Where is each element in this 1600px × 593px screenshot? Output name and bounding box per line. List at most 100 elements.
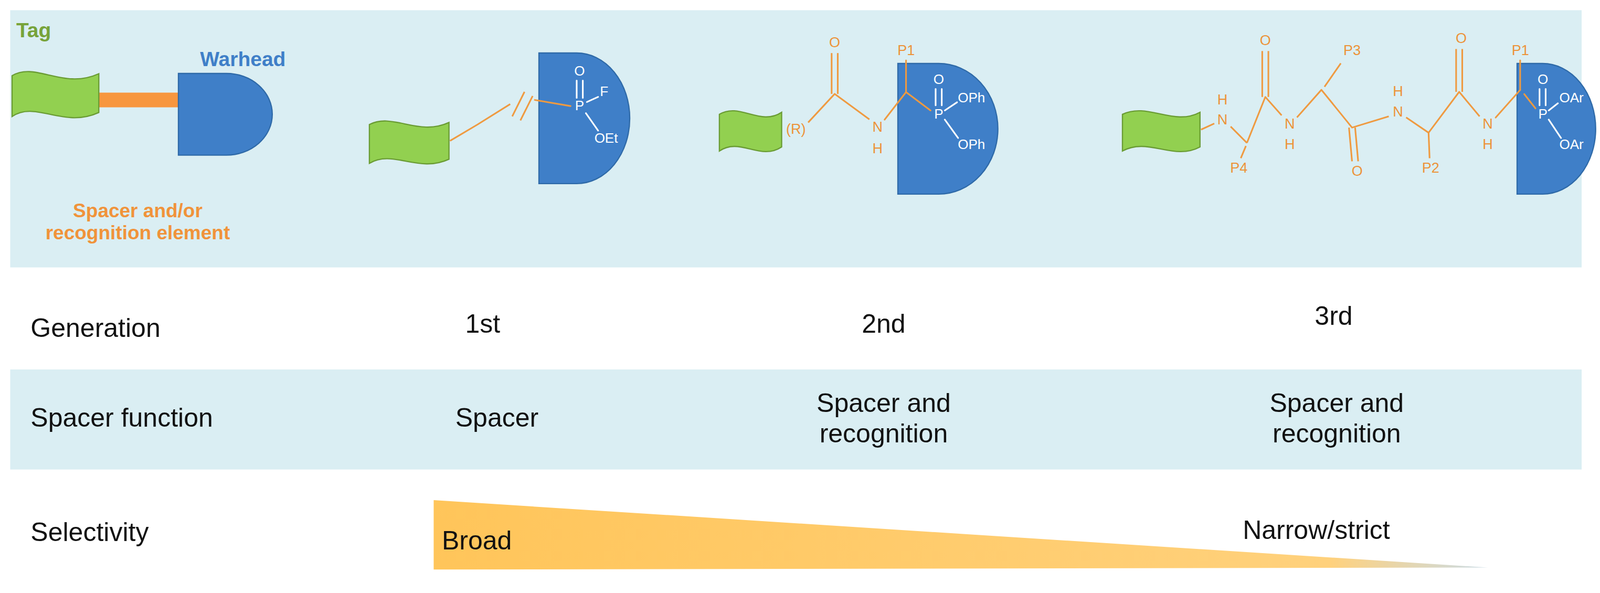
chain-bond xyxy=(830,53,833,94)
chain-bond xyxy=(1455,48,1457,92)
node-label: Warhead xyxy=(199,47,286,71)
chemical-bond xyxy=(906,91,931,111)
chemical-bond xyxy=(1549,102,1559,111)
atom-label: F xyxy=(599,83,609,100)
warhead-shape xyxy=(178,73,273,156)
node-label: Tag xyxy=(16,18,51,43)
atom-label: O xyxy=(1455,30,1467,47)
chain-bond xyxy=(1406,91,1480,133)
atom-label: N xyxy=(872,119,884,136)
warhead-shape: OPOPhOPh xyxy=(897,63,999,195)
tag-flag xyxy=(719,110,782,152)
row-band xyxy=(9,369,1582,470)
warhead-shape xyxy=(178,73,273,156)
atom-label: OEt xyxy=(594,130,619,147)
top-panel xyxy=(9,9,1582,268)
table-cell: 2nd xyxy=(861,309,906,341)
atom-label: O xyxy=(829,34,841,51)
atom-label: H xyxy=(872,140,884,157)
chain-bond xyxy=(1246,97,1282,144)
warhead-shape xyxy=(897,63,999,195)
chain-bond xyxy=(520,96,533,121)
atom-label: OPh xyxy=(957,90,985,107)
table-cell: Spacer function xyxy=(30,403,213,434)
warhead-shape: Warhead xyxy=(178,73,273,156)
chemical-bond xyxy=(884,91,907,120)
table-cell: Generation xyxy=(30,313,161,344)
chemical-bond xyxy=(575,80,578,99)
atom-label: P xyxy=(1538,106,1547,123)
atom-label: P1 xyxy=(897,43,915,60)
warhead-shape xyxy=(897,63,999,195)
atom-label: H xyxy=(1284,136,1296,154)
atom-label: OAr xyxy=(1559,136,1584,153)
atom-label: OPh xyxy=(957,136,985,153)
atom-label: P4 xyxy=(1230,160,1248,177)
atom-label: H xyxy=(1217,91,1228,109)
chain-bond xyxy=(1349,127,1353,162)
atom-label: P2 xyxy=(1422,160,1440,177)
warhead-shape xyxy=(538,53,630,184)
chain-bond xyxy=(512,91,525,117)
atom-label: O xyxy=(1537,71,1549,88)
warhead-shape: O PF OEt xyxy=(538,53,633,184)
warhead-shape: OPOArOAr xyxy=(1517,63,1597,195)
chemical-bond xyxy=(940,88,943,105)
chemical-bond xyxy=(586,97,598,103)
tag-flag xyxy=(1122,110,1201,152)
chemical-bond xyxy=(1539,88,1541,105)
table-cell: Spacer xyxy=(455,403,539,434)
chain-bond xyxy=(808,93,870,123)
tag-flag xyxy=(369,121,450,165)
chemical-bond xyxy=(1544,88,1547,105)
atom-label: O xyxy=(574,63,585,80)
atom-label: P1 xyxy=(1511,43,1530,60)
selectivity-wedge xyxy=(433,500,1488,570)
chain-bond xyxy=(836,53,839,94)
chain-bond xyxy=(1201,123,1215,130)
chemical-bond xyxy=(1549,119,1562,138)
tag-shape xyxy=(12,63,99,127)
chemical-bond xyxy=(581,80,584,99)
warhead-shape xyxy=(1517,63,1597,195)
atom-label: O xyxy=(1259,32,1271,49)
chemical-bond xyxy=(935,88,937,105)
warhead-shape xyxy=(1517,63,1596,195)
tag-shape: Tag xyxy=(12,63,99,127)
spacer-bar xyxy=(99,92,179,108)
atom-label: N xyxy=(1217,112,1228,129)
table-cell: Selectivity xyxy=(30,517,149,548)
warhead-shape xyxy=(538,53,633,184)
chemical-bond xyxy=(945,119,959,138)
table-cell: Narrow/strict xyxy=(1242,515,1391,546)
table-cell: Spacer and recognition xyxy=(799,388,968,449)
atom-label: N xyxy=(1284,116,1296,133)
atom-label: (R) xyxy=(786,121,806,138)
atom-label: P3 xyxy=(1343,43,1361,60)
chain-bond xyxy=(1296,89,1389,128)
table-cell: 1st xyxy=(464,309,501,341)
chain-bond xyxy=(1324,63,1341,88)
atom-label: H xyxy=(1482,136,1493,154)
atom-label: N xyxy=(1392,103,1404,121)
chemical-bond xyxy=(905,60,907,92)
chain-bond xyxy=(450,103,511,141)
atom-label: P xyxy=(575,98,585,114)
atom-label: H xyxy=(1392,83,1404,100)
chemical-bond xyxy=(585,113,598,131)
atom-label: N xyxy=(1482,116,1493,133)
chain-bond xyxy=(1230,126,1247,143)
table-cell: Broad xyxy=(441,525,512,557)
tag-shape xyxy=(12,71,99,118)
chemical-bond xyxy=(1496,89,1521,118)
chain-bond xyxy=(1267,50,1269,98)
atom-label: P xyxy=(934,106,943,123)
chain-bond xyxy=(1241,145,1247,158)
chemical-bond xyxy=(945,101,958,111)
chemical-bond xyxy=(534,100,571,107)
table-cell: Spacer and recognition xyxy=(1252,388,1421,449)
atom-label: OAr xyxy=(1559,90,1584,107)
chemical-bond xyxy=(1519,60,1522,90)
chain-bond xyxy=(1461,48,1464,92)
